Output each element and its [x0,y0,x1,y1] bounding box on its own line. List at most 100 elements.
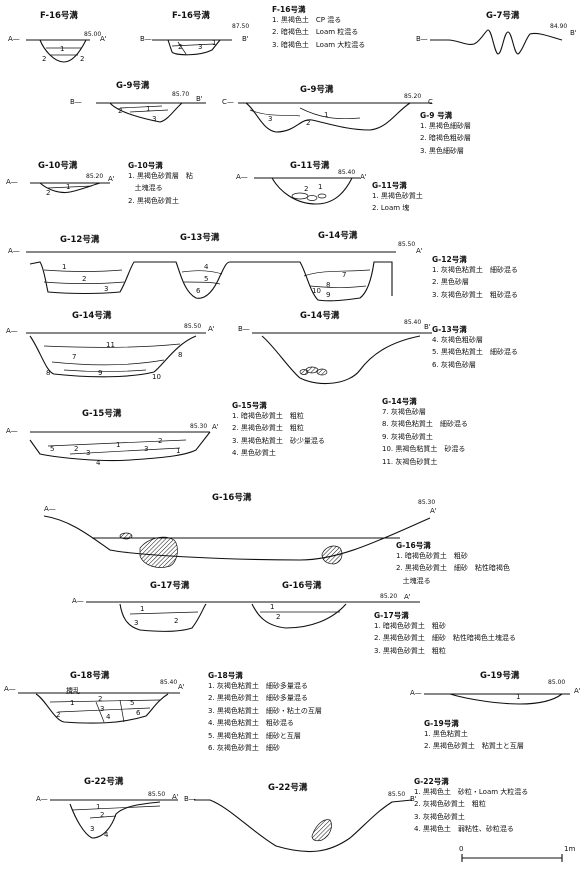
section-title-g16-a: G-16号溝 [212,493,252,503]
legend-g14: G-14号溝 7. 灰褐色砂層 8. 灰褐色粘質土 細砂混る 9. 灰褐色砂質土… [382,398,468,468]
legend-heading: G-11号溝 [372,181,407,190]
legend-g16: G-16号溝 1. 暗褐色砂質土 粗砂 2. 黒褐色砂質土 細砂 粘性暗褐色 土… [396,542,510,587]
section-title-g13: G-13号溝 [180,233,220,243]
layer-number: 2 [46,189,51,197]
legend-g19: G-19号溝 1. 黒色粘質土 2. 黒褐色砂質土 粘質土と互層 [424,720,524,753]
point-right-label: B' [196,95,203,103]
legend-heading: G-12号溝 [432,255,467,264]
point-right-label: C [428,98,433,106]
legend-item: 6. 灰褐色砂質土 細砂 [208,744,280,752]
point-right-label: B' [424,323,431,331]
point-right-label: A' [212,423,219,431]
point-left-label: A— [36,795,48,803]
layer-number: 6 [136,709,141,717]
layer-number: 10 [312,287,321,295]
legend-item: 6. 灰褐色砂層 [432,360,476,369]
legend-item: 2. 黒褐色砂質土 [128,196,179,205]
layer-number: 2 [100,811,105,819]
point-left-label: A— [4,685,16,693]
section-g18 [18,692,180,724]
legend-item: 8. 灰褐色粘質土 細砂混る [382,420,468,428]
legend-item: 1. 暗褐色砂質土 粗砂 [374,621,446,630]
layer-number: 6 [196,287,201,295]
section-title-g18: G-18号溝 [70,671,110,681]
layer-number: 2 [74,445,79,453]
layer-number: 3 [198,43,203,51]
legend-item: 2. 暗褐色土 Loam 粒混る [272,28,359,36]
legend-item: 3. 暗褐色土 Loam 大粒混る [272,40,366,49]
point-left-label: A— [8,247,20,255]
legend-heading: G-15号溝 [232,401,267,410]
legend-item: 3. 黒褐色粘質土 砂少量混る [232,436,325,445]
elevation-label: 85.50 [184,323,202,330]
elevation-label: 85.30 [190,423,208,430]
point-right-label: A' [178,683,185,691]
legend-item: 5. 黒褐色粘質土 細砂と互層 [208,731,301,740]
point-left-label: B— [70,98,82,106]
layer-number: 8 [46,369,51,377]
layer-number: 2 [56,711,61,719]
section-title-g7: G-7号溝 [486,11,520,21]
legend-heading: G-22号溝 [414,777,449,786]
legend-item: 1. 暗褐色砂質土 粗粒 [232,411,304,420]
legend-heading: G-18号溝 [208,671,243,680]
section-title-g12: G-12号溝 [60,235,100,245]
legend-item: 1. 黒褐色砂質層 粘 土塊混る [128,171,193,193]
layer-number: 1 [324,111,329,119]
section-g15 [29,431,211,462]
point-left-label: B— [416,35,428,43]
legend-g9: G-9 号溝 1. 黒褐色細砂層 2. 暗褐色粗砂層 3. 黒色細砂層 [420,112,471,157]
legend-item: 4. 黒褐色土 弱粘性、砂粒混る [414,825,514,833]
legend-g11: G-11号溝 1. 黒褐色砂質土 2. Loam 塊 [372,182,423,215]
legend-g17: G-17号溝 1. 暗褐色砂質土 粗砂 2. 黒褐色砂質土 細砂 粘性暗褐色土塊… [374,612,516,657]
legend-g10: G-10号溝 1. 黒褐色砂質層 粘 土塊混る 2. 黒褐色砂質土 [128,162,193,207]
point-left-label: A— [44,505,56,513]
layer-number: 9 [98,369,103,377]
legend-item: 2. 黒褐色砂質土 細砂多量混る [208,694,308,702]
elevation-label: 85.00 [84,31,102,38]
layer-number: 4 [104,831,109,839]
layer-number: 1 [116,441,121,449]
point-right-label: B' [242,35,249,43]
layer-number: 1 [212,39,217,47]
layer-number: 4 [96,459,101,467]
point-left-label: A— [6,178,18,186]
layer-number: 7 [342,271,347,279]
section-title-f16-b: F-16号溝 [172,11,210,21]
layer-number: 3 [144,445,149,453]
layer-number: 4 [106,713,111,721]
section-g12-g13-g14 [26,251,396,302]
layer-number: 3 [268,115,273,123]
legend-item: 2. 黒褐色砂質土 細砂 粘性暗褐色土塊混る [374,634,516,642]
point-right-label: A' [430,507,437,515]
legend-heading: G-10号溝 [128,161,163,170]
section-title-g17: G-17号溝 [150,581,190,591]
layer-number: 8 [326,281,331,289]
section-title-g15: G-15号溝 [82,409,122,419]
legend-item: 11. 灰褐色砂質土 [382,457,438,466]
layer-number: 2 [304,185,309,193]
layer-number: 3 [86,449,91,457]
legend-f16: F-16号溝 1. 黒褐色土 CP 混る 2. 暗褐色土 Loam 粒混る 3.… [272,6,365,51]
point-left-label: C— [222,98,234,106]
scale-zero-label: 0 [459,845,464,853]
layer-number: 3 [104,285,109,293]
scale-bar [461,854,563,862]
point-left-label: A— [410,689,422,697]
layer-number: 1 [318,183,323,191]
layer-number: 1 [146,105,151,113]
point-right-label: B' [570,29,577,37]
elevation-label: 85.20 [404,93,422,100]
elevation-label: 84.90 [550,23,568,30]
elevation-label: 85.70 [172,91,190,98]
legend-item: 2. 暗褐色粗砂層 [420,134,471,142]
section-f16-a [26,39,90,63]
layer-number: 2 [82,275,87,283]
layer-number: 2 [276,613,281,621]
point-right-label: A' [574,687,581,695]
legend-heading: G-14号溝 [382,397,417,406]
section-g19 [424,693,570,705]
section-title-g9-b: G-9号溝 [300,85,334,95]
point-left-label: A— [236,173,248,181]
